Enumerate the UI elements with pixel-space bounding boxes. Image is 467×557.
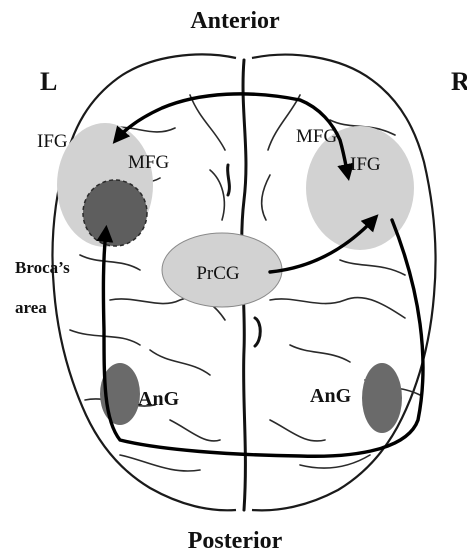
right-ang-region — [362, 363, 402, 433]
broca-area-region — [83, 180, 147, 246]
left-mfg-label: MFG — [128, 152, 169, 173]
right-label: R — [451, 67, 467, 96]
prcg-label: PrCG — [196, 263, 240, 284]
left-ifg-label: IFG — [37, 131, 68, 152]
anterior-label: Anterior — [190, 8, 280, 34]
right-ifg-label: IFG — [350, 154, 381, 175]
arrow-right-to-left-frontal — [116, 94, 300, 140]
right-ang-label: AnG — [310, 385, 352, 407]
right-hemisphere — [252, 55, 436, 511]
left-label: L — [40, 67, 57, 96]
posterior-label: Posterior — [188, 528, 283, 554]
broca-label-line1: Broca’s — [15, 258, 70, 277]
right-mfg-label: MFG — [296, 126, 337, 147]
broca-label-line2: area — [15, 298, 47, 317]
left-ang-label: AnG — [138, 388, 180, 410]
